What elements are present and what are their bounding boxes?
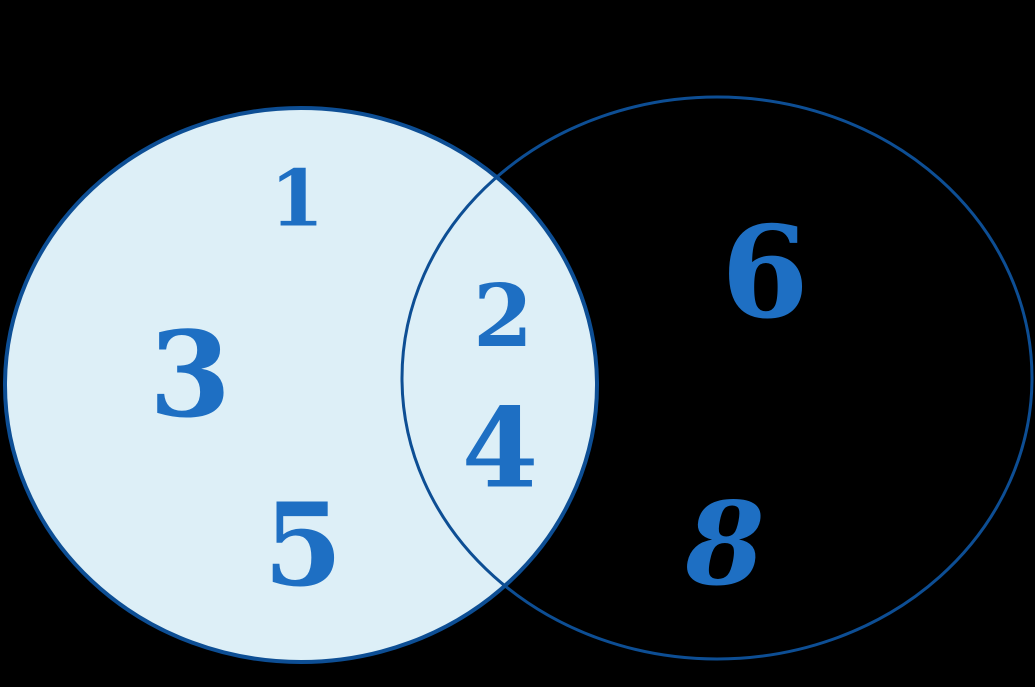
venn-number-right-6: 6	[721, 198, 809, 347]
venn-number-left-3: 3	[148, 305, 232, 445]
right-set-circle	[400, 95, 1034, 661]
venn-number-intersection-4: 4	[461, 383, 539, 513]
venn-number-intersection-2: 2	[473, 266, 533, 368]
venn-number-right-8: 8	[685, 476, 765, 611]
venn-number-left-5: 5	[263, 477, 343, 612]
venn-number-left-1: 1	[269, 153, 325, 245]
